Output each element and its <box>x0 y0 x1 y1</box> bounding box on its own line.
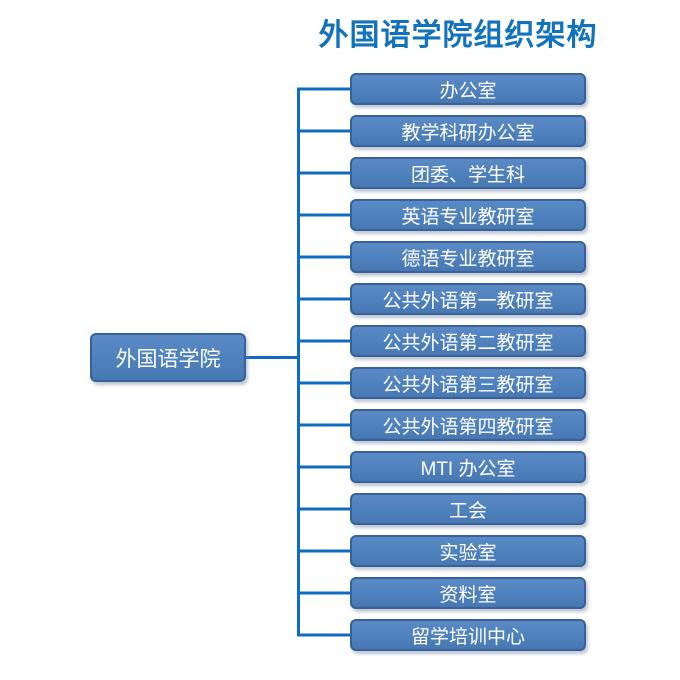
org-box-label: 资料室 <box>439 584 497 606</box>
org-box-root-label: 外国语学院 <box>115 347 221 371</box>
org-box-label: 公共外语第二教研室 <box>382 332 554 354</box>
chart-title: 外国语学院组织架构 <box>318 19 598 52</box>
org-box: 公共外语第二教研室 <box>350 325 586 357</box>
org-box: 教学科研办公室 <box>350 115 586 147</box>
org-box-label: 教学科研办公室 <box>401 122 535 144</box>
org-box-label: 团委、学生科 <box>410 164 525 186</box>
org-box-label: MTI 办公室 <box>420 458 516 480</box>
org-box: 实验室 <box>350 535 586 567</box>
org-box: 团委、学生科 <box>350 157 586 189</box>
org-box-root: 外国语学院 <box>90 333 246 382</box>
org-box-label: 公共外语第三教研室 <box>382 374 554 396</box>
org-box: MTI 办公室 <box>350 451 586 483</box>
org-box: 德语专业教研室 <box>350 241 586 273</box>
org-box: 英语专业教研室 <box>350 199 586 231</box>
org-box-label: 工会 <box>448 500 487 522</box>
org-box: 资料室 <box>350 577 586 609</box>
org-box-label: 实验室 <box>439 542 497 564</box>
org-box-label: 英语专业教研室 <box>401 206 535 228</box>
org-box-label: 德语专业教研室 <box>401 248 535 270</box>
org-box: 留学培训中心 <box>350 619 586 651</box>
org-box: 公共外语第三教研室 <box>350 367 586 399</box>
org-box-label: 办公室 <box>439 80 497 102</box>
org-box: 办公室 <box>350 73 586 105</box>
org-box: 公共外语第一教研室 <box>350 283 586 315</box>
org-box-label: 留学培训中心 <box>410 626 525 648</box>
org-box: 工会 <box>350 493 586 525</box>
org-box-label: 公共外语第一教研室 <box>382 290 554 312</box>
org-box: 公共外语第四教研室 <box>350 409 586 441</box>
org-box-label: 公共外语第四教研室 <box>382 416 554 438</box>
